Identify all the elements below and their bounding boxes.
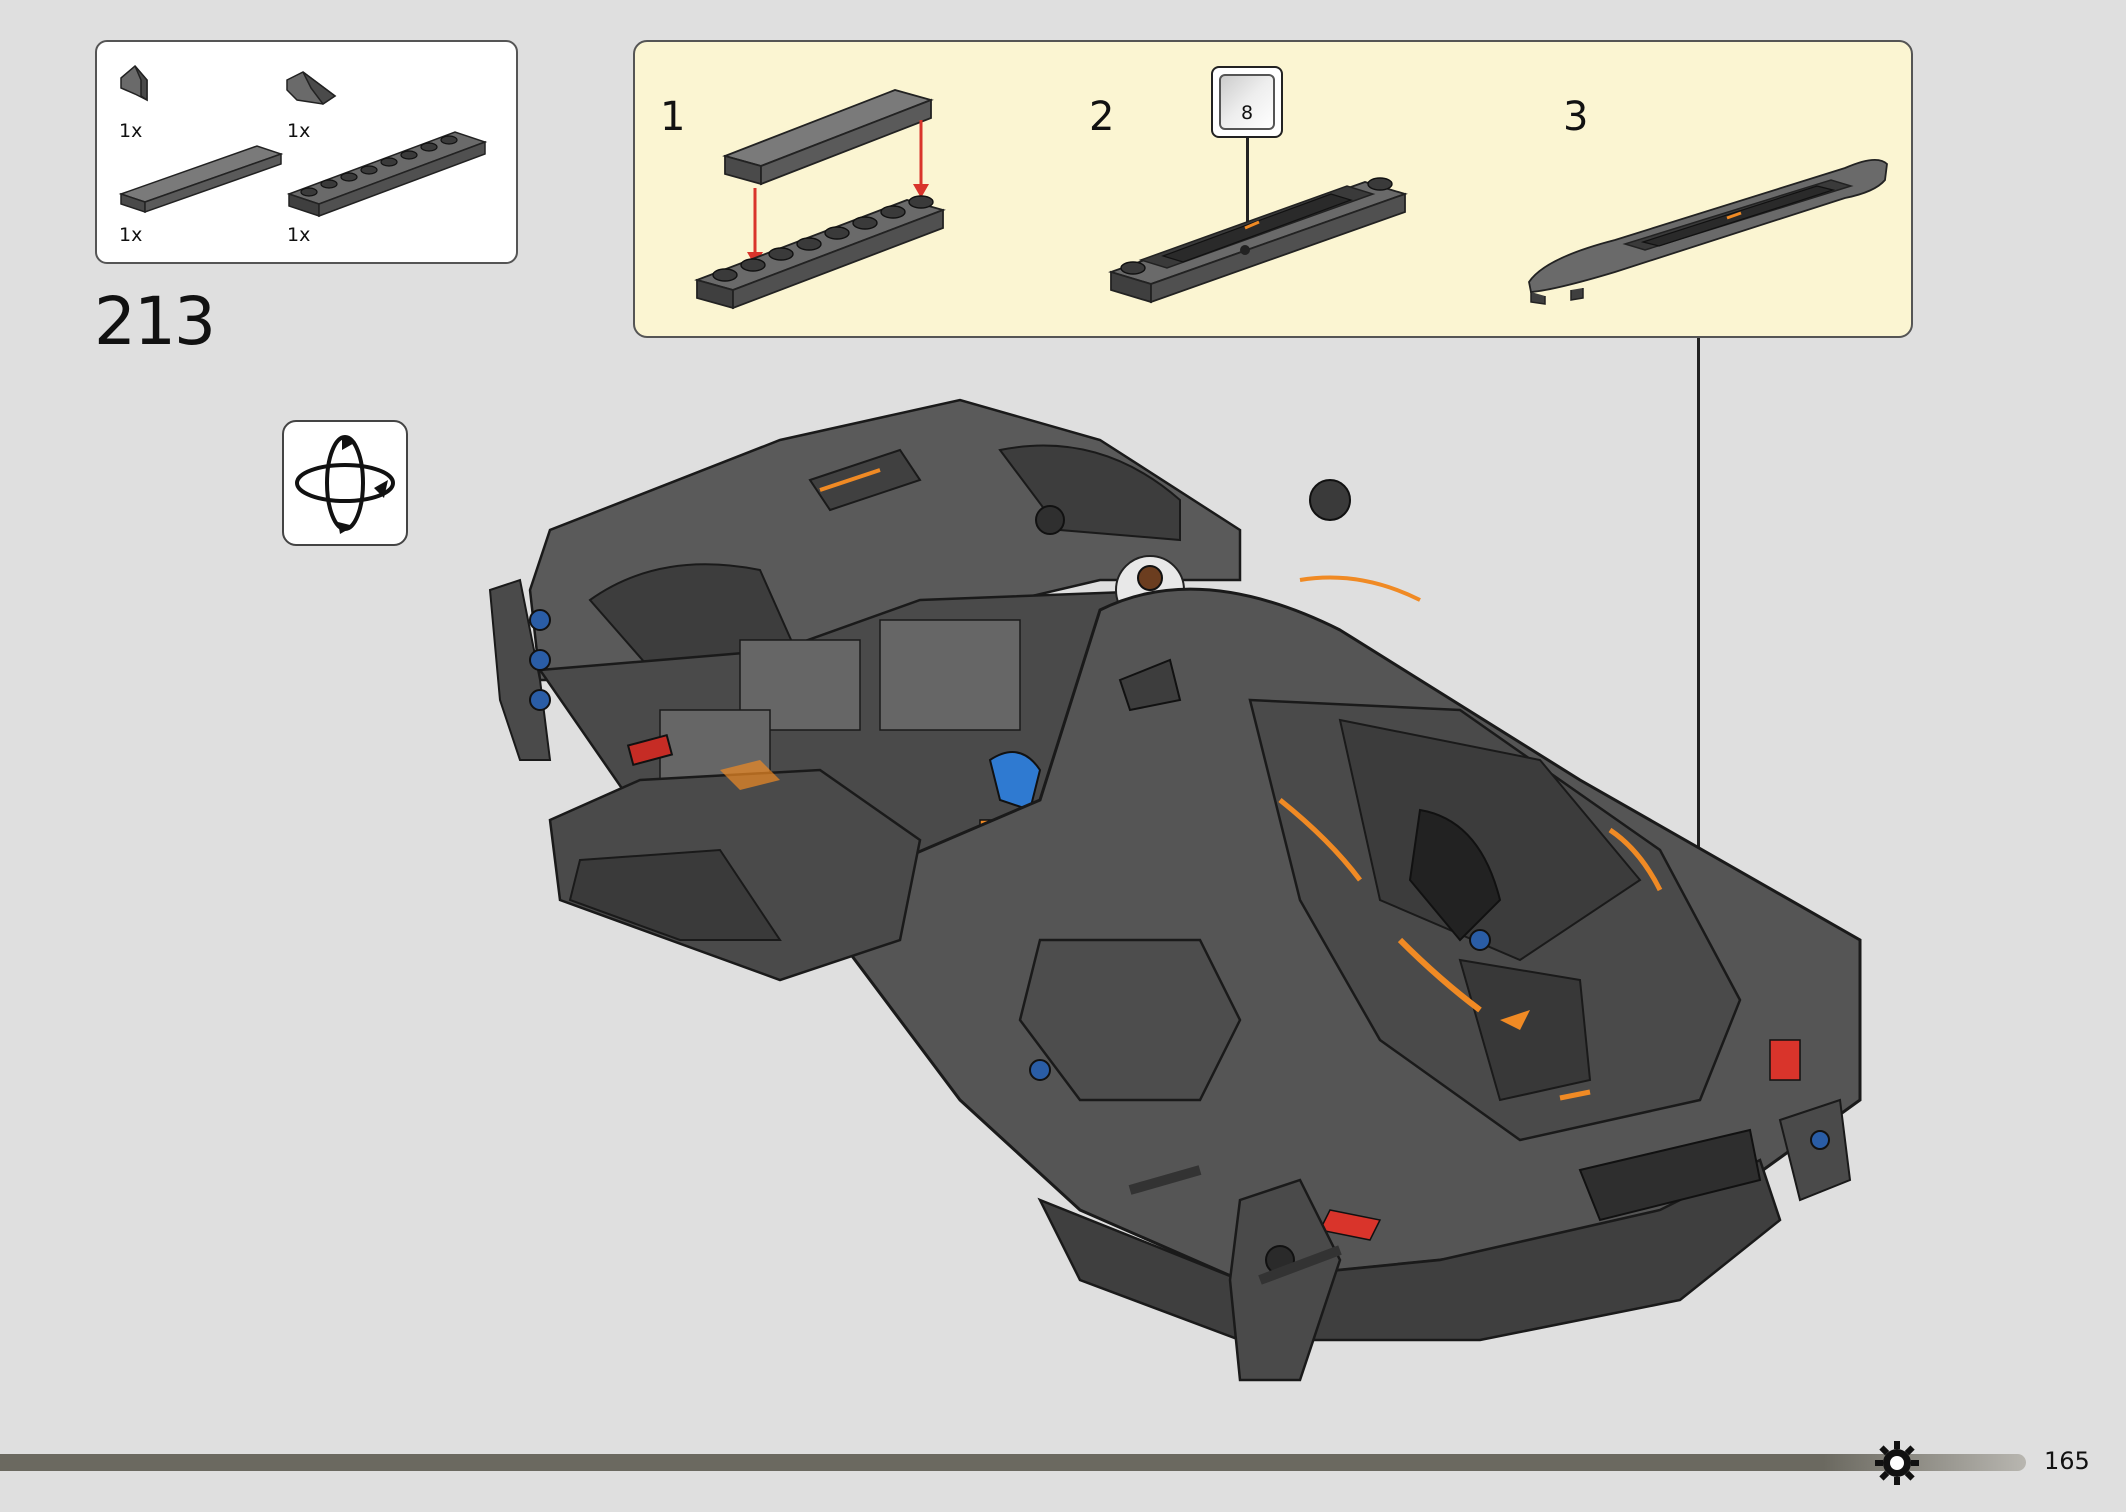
part-qty: 1x xyxy=(119,120,143,142)
sticker-callout: 8 xyxy=(1211,66,1283,138)
rotate-model-icon xyxy=(295,435,395,534)
page-number: 165 xyxy=(2044,1447,2090,1475)
parts-list-box: 1x 1x 1x 1x xyxy=(95,40,518,264)
sub-step-number: 3 xyxy=(1563,94,1589,140)
sub-assembly-box: 1 2 8 xyxy=(633,40,1913,338)
model-car-illustration xyxy=(488,398,1862,1382)
part-qty: 1x xyxy=(287,224,311,246)
gear-icon xyxy=(1875,1441,1919,1485)
rotate-model-box xyxy=(282,420,408,546)
wedge-brick-icon xyxy=(286,71,337,106)
sticker-number: 8 xyxy=(1240,102,1254,124)
plate-1x8-icon xyxy=(286,131,488,218)
footer-progress-bar xyxy=(0,1454,2026,1471)
sub-step-number: 1 xyxy=(660,94,686,140)
sticker-icon xyxy=(1219,74,1275,130)
step-number: 213 xyxy=(94,283,216,360)
sub-step-2-illustration xyxy=(1108,177,1408,304)
sub-step-1-illustration xyxy=(694,89,946,310)
sub-step-number: 2 xyxy=(1089,94,1115,140)
part-qty: 1x xyxy=(119,224,143,246)
part-qty: 1x xyxy=(287,120,311,142)
sticker-callout-line xyxy=(1246,138,1249,250)
sub-step-3-illustration xyxy=(1528,158,1888,305)
slope-brick-icon xyxy=(120,64,148,102)
tile-1x8-icon xyxy=(118,145,284,214)
placement-arrow-line xyxy=(1697,338,1700,1048)
